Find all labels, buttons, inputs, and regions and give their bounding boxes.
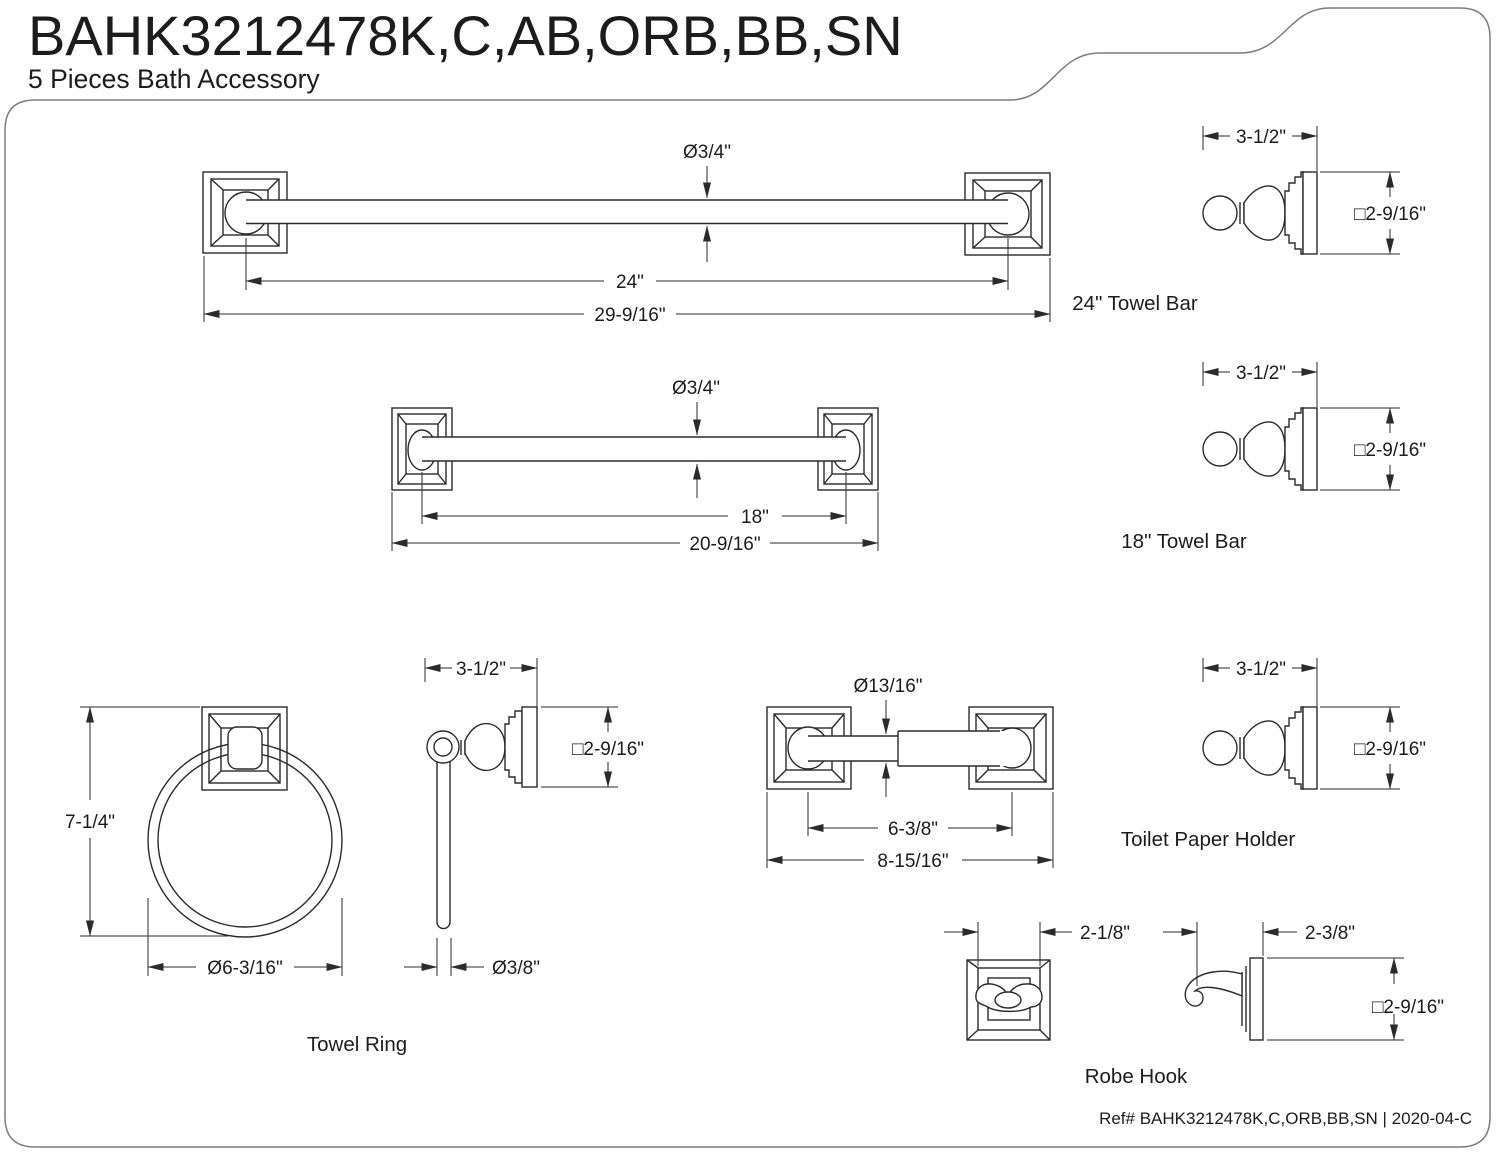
dim-height: 7-1/4" [65,706,228,937]
towel-bar-18-front-view: Ø3/4" 18" 20-9/16" [391,378,879,555]
svg-text:Ø3/8": Ø3/8" [492,958,540,979]
toilet-paper-holder-front-view: Ø13/16" 6-3/8" 8-15/16" [766,676,1054,872]
svg-text:Ø3/4": Ø3/4" [672,378,720,399]
towel-bar-18-side-view: 3-1/2" □2-9/16" 18" Towel Bar [1121,362,1426,553]
label-towel-ring: Towel Ring [307,1033,407,1056]
svg-text:□2-9/16": □2-9/16" [1354,739,1426,760]
post-steps [504,710,523,784]
towel-ring-front-view: 7-1/4" Ø6-3/16" Towel Ring [65,706,407,1056]
svg-text:3-1/2": 3-1/2" [1236,659,1286,680]
dim-post-depth: 3-1/2" [1202,658,1318,706]
label-toilet-paper-holder: Toilet Paper Holder [1121,828,1296,851]
svg-text:□2-9/16": □2-9/16" [1372,997,1444,1018]
dim-bar-length: 24" [245,238,1009,293]
svg-text:6-3/8": 6-3/8" [888,819,938,840]
dim-post-depth: 3-1/2" [1202,362,1318,407]
hook-profile [1184,970,1243,1007]
wall-plate [1249,957,1264,1041]
dim-overall-length: 20-9/16" [391,492,879,555]
svg-text:29-9/16": 29-9/16" [594,305,665,326]
towel-ring-side-view: 3-1/2" □2-9/16" Ø3/8" [404,658,644,979]
svg-text:Ø13/16": Ø13/16" [853,676,922,697]
hook-tip-front [994,991,1022,1009]
page-subtitle: 5 Pieces Bath Accessory [28,64,320,94]
label-towel-bar-24: 24" Towel Bar [1072,292,1198,315]
ring-bar-bottom [436,921,451,930]
ring-inner [157,752,333,928]
page-title: BAHK3212478K,C,AB,ORB,BB,SN [28,4,903,67]
dim-overall-width: 8-15/16" [766,792,1054,872]
towel-bar-24-front-view: Ø3/4" 24" 29-9/16" [202,142,1051,326]
footer-ref: Ref# BAHK3212478K,C,ORB,BB,SN | 2020-04-… [1099,1109,1472,1128]
svg-text:20-9/16": 20-9/16" [689,534,760,555]
label-towel-bar-18: 18" Towel Bar [1121,530,1247,553]
dim-plate-size: □2-9/16" [1267,957,1444,1041]
dim-plate-size: □2-9/16" [1320,706,1426,790]
post-bell [464,722,506,772]
dim-ring-diameter: Ø6-3/16" [147,898,343,979]
svg-text:8-15/16": 8-15/16" [877,851,948,872]
dim-plate-size: □2-9/16" [541,706,644,788]
svg-text:3-1/2": 3-1/2" [1236,127,1286,148]
svg-text:24": 24" [616,272,644,293]
svg-text:7-1/4": 7-1/4" [65,812,115,833]
svg-text:2-3/8": 2-3/8" [1305,923,1355,944]
dim-post-depth: 3-1/2" [1202,126,1318,171]
svg-text:3-1/2": 3-1/2" [1236,363,1286,384]
dim-plate-width: 2-1/8" [944,922,1130,966]
dim-ring-bar-diameter: Ø3/8" [404,938,540,979]
toilet-paper-holder-side-view: 3-1/2" □2-9/16" Toilet Paper Holder [1121,658,1426,851]
svg-text:Ø3/4": Ø3/4" [683,142,731,163]
dim-bar-diameter: Ø3/4" [672,378,720,498]
dim-hook-depth: 2-3/8" [1163,922,1355,986]
dim-bar-length: 18" [421,472,847,528]
page-border [4,7,1491,1148]
svg-text:Ø6-3/16": Ø6-3/16" [207,958,282,979]
svg-text:3-1/2": 3-1/2" [456,659,506,680]
svg-text:2-1/8": 2-1/8" [1080,923,1130,944]
header: BAHK3212478K,C,AB,ORB,BB,SN 5 Pieces Bat… [28,4,903,94]
dim-bar-diameter: Ø3/4" [683,142,731,262]
dim-overall-length: 29-9/16" [203,256,1051,326]
robe-hook-side-view: 2-3/8" □2-9/16" Robe Hook [1085,922,1444,1088]
svg-text:□2-9/16": □2-9/16" [1354,204,1426,225]
svg-text:18": 18" [741,507,769,528]
ring-outer [147,742,343,938]
hanger-hub-outer [426,730,460,764]
dim-inner-width: 6-3/8" [807,792,1013,840]
towel-bar-24-side-view: 3-1/2" □2-9/16" 24" Towel Bar [1072,126,1426,315]
svg-text:□2-9/16": □2-9/16" [572,739,644,760]
dim-roller-diameter: Ø13/16" [853,676,923,797]
robe-hook-front-view: 2-1/8" [944,922,1130,1041]
label-robe-hook: Robe Hook [1085,1065,1188,1088]
ring-hanger-knob [227,726,263,770]
dim-plate-size: □2-9/16" [1320,171,1426,255]
dim-post-depth: 3-1/2" [424,658,538,707]
svg-text:□2-9/16": □2-9/16" [1354,440,1426,461]
wall-plate [521,706,538,788]
hanger-hub-inner [433,737,453,757]
dim-plate-size: □2-9/16" [1320,407,1426,491]
